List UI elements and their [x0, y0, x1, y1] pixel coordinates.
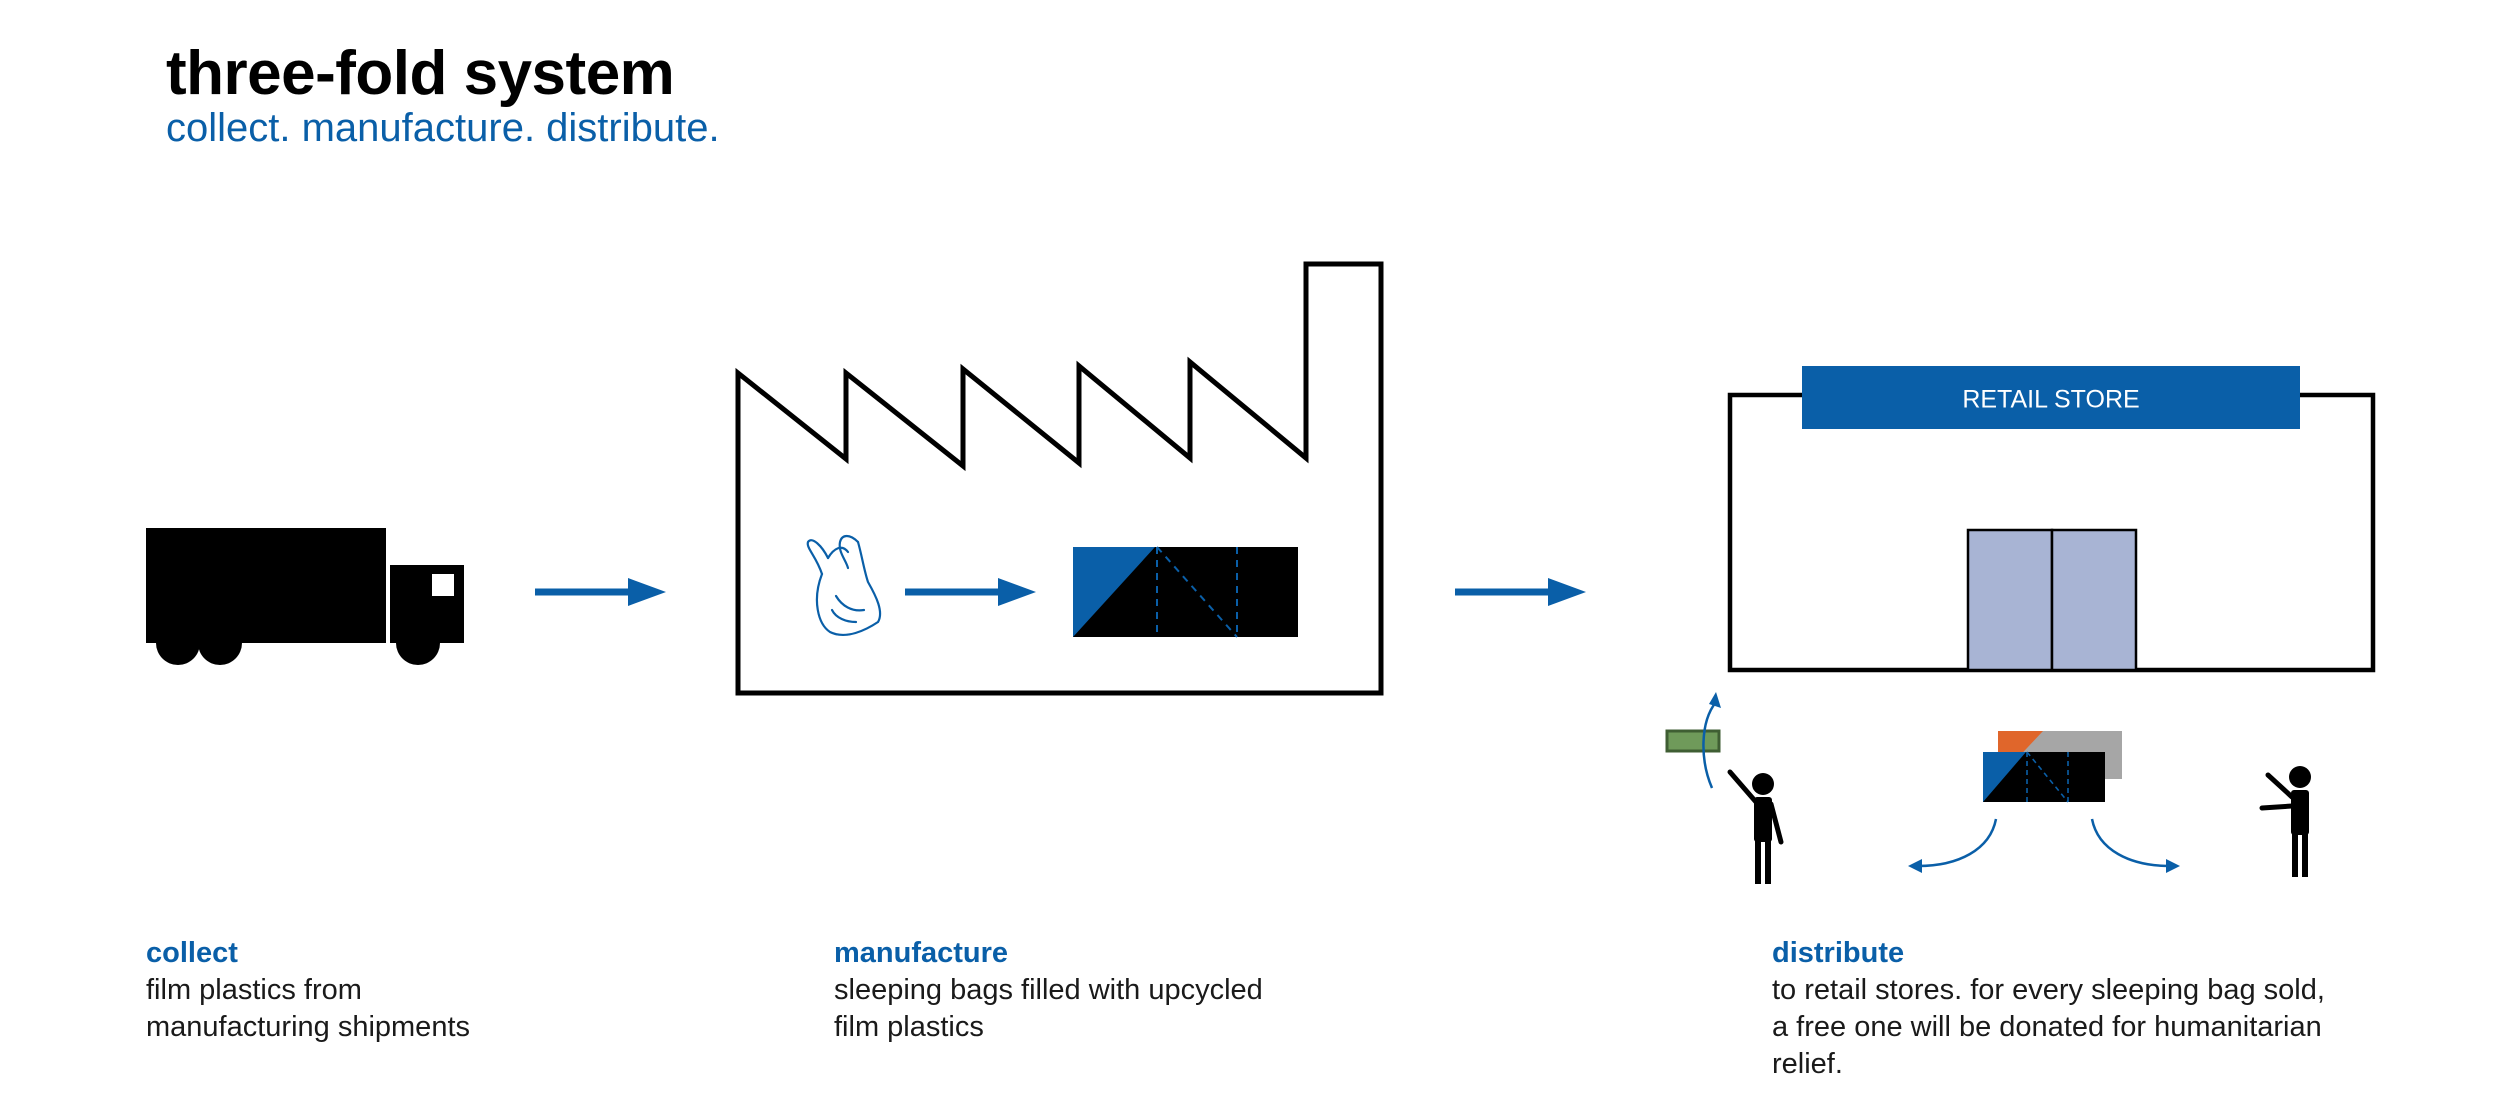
arrow-bag-to-sleeping-bag	[905, 578, 1036, 606]
caption-collect-heading: collect	[146, 937, 238, 969]
customer-figure	[1727, 769, 1784, 884]
caption-distribute-text: to retail stores. for every sleeping bag…	[1772, 974, 2325, 1080]
sale-arrow-left	[1908, 818, 1998, 873]
store-sign	[1802, 366, 2300, 429]
recipient-figure	[2259, 766, 2311, 877]
donation-arrow-right	[2090, 818, 2180, 873]
arrow-manufacture-to-distribute	[1455, 578, 1586, 606]
caption-collect: collect film plastics from manufacturing…	[146, 935, 646, 1046]
page-title: three-fold system	[166, 39, 675, 108]
store-sign-label: RETAIL STORE	[1962, 386, 2139, 414]
factory-outline	[735, 261, 1384, 696]
payment-arrow	[1702, 692, 1721, 789]
cash-note-icon	[1665, 729, 1721, 753]
caption-distribute-heading: distribute	[1772, 937, 1905, 969]
truck-icon	[146, 528, 464, 665]
stacked-sleeping-bags-icon	[1983, 731, 2122, 803]
caption-manufacture: manufacture sleeping bags filled with up…	[834, 935, 1394, 1046]
caption-distribute: distribute to retail stores. for every s…	[1772, 935, 2392, 1083]
caption-manufacture-heading: manufacture	[834, 937, 1009, 969]
sleeping-bag-icon	[1073, 546, 1298, 638]
arrow-collect-to-manufacture	[535, 578, 666, 606]
retail-store-building	[1727, 392, 2376, 673]
store-door-left	[1966, 528, 2054, 672]
caption-collect-text: film plastics from manufacturing shipmen…	[146, 974, 470, 1043]
caption-manufacture-text: sleeping bags filled with upcycled film …	[834, 974, 1263, 1043]
store-door-right	[2050, 528, 2138, 672]
page-subtitle: collect. manufacture. distribute.	[166, 106, 720, 150]
plastic-bag-icon	[806, 534, 882, 637]
